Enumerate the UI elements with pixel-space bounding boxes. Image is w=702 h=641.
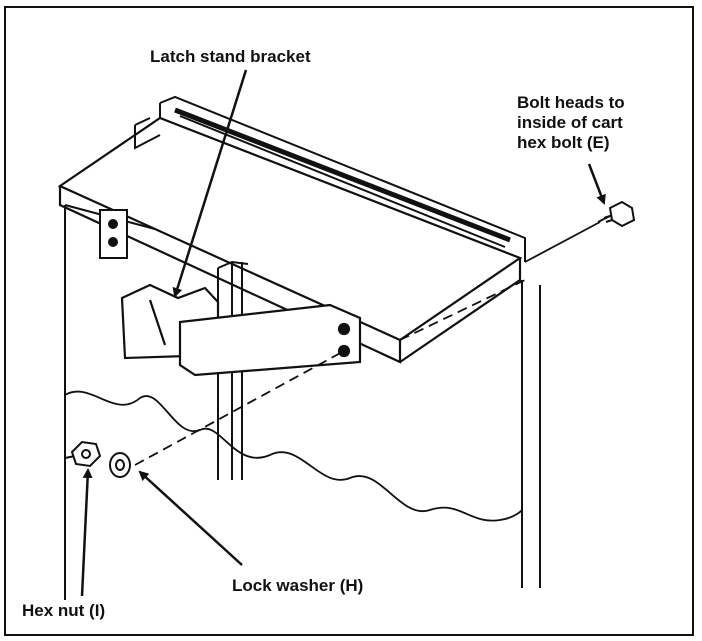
latch-stand-bracket-label: Latch stand bracket (150, 47, 311, 66)
cutaway-line (64, 390, 523, 522)
hex-nut (64, 440, 102, 468)
leader-arrows (80, 69, 606, 597)
hex-nut-label: Hex nut (I) (22, 601, 106, 620)
guide-lines (134, 221, 601, 466)
bolt-heads-label: Bolt heads to inside of cart hex bolt (E… (517, 93, 625, 152)
latch-bracket (120, 283, 362, 377)
lock-washer (109, 452, 131, 478)
lock-washer-label: Lock washer (H) (232, 576, 364, 595)
hex-bolt (597, 200, 636, 228)
top-plate (57, 116, 523, 364)
rear-rail (134, 95, 526, 262)
hinge-plate (99, 209, 128, 259)
